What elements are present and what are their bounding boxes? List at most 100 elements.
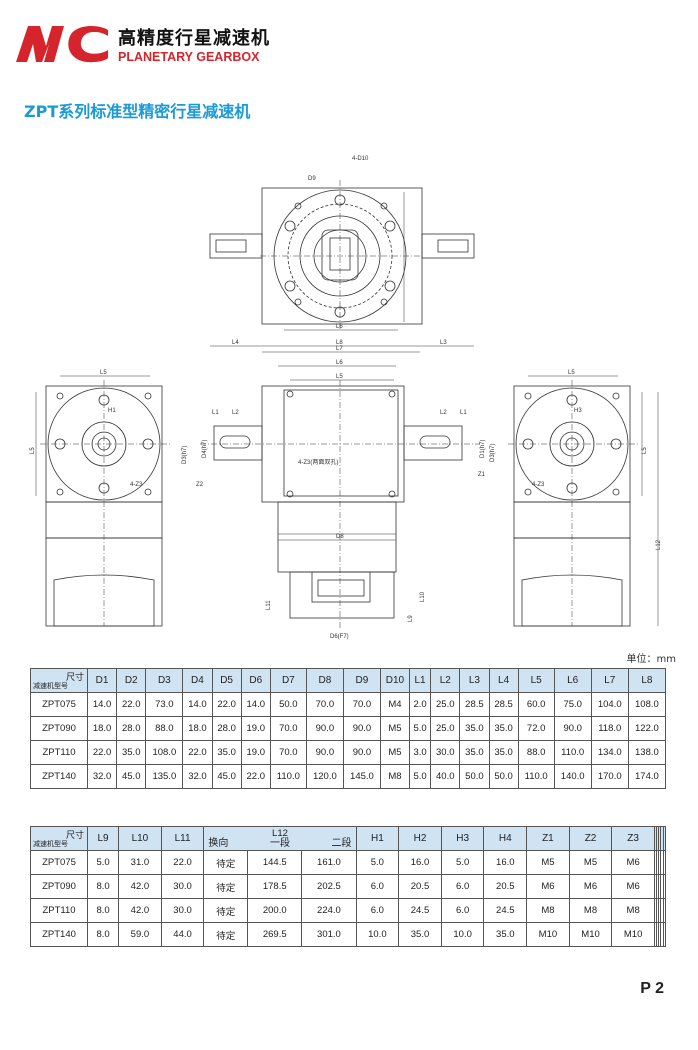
unit-label: 单位：mm — [626, 654, 676, 665]
value-cell: 14.0 — [182, 692, 213, 717]
value-cell: 8.0 — [86, 874, 120, 899]
value-cell: 88.0 — [517, 740, 555, 765]
value-cell: 16.0 — [398, 850, 442, 875]
value-cell: 161.0 — [301, 850, 357, 875]
value-cell: 73.0 — [145, 692, 184, 717]
value-cell: 22.0 — [240, 764, 271, 789]
value-cell: 50.0 — [488, 764, 519, 789]
value-cell: 269.5 — [247, 922, 303, 947]
model-cell: ZPT140 — [30, 764, 88, 789]
value-cell: 70.0 — [269, 716, 307, 741]
label-l3: L3 — [440, 340, 447, 346]
label-h3: H3 — [574, 408, 582, 414]
value-cell: 待定 — [203, 922, 249, 947]
value-cell: 5.0 — [440, 850, 485, 875]
value-cell: M6 — [568, 874, 613, 899]
value-cell: 59.0 — [118, 922, 162, 947]
value-cell: 35.0 — [398, 922, 442, 947]
column-header: D7 — [269, 668, 307, 693]
column-header: D9 — [342, 668, 381, 693]
value-cell: 202.5 — [301, 874, 357, 899]
column-header: L6 — [553, 668, 592, 693]
value-cell: 174.0 — [627, 764, 667, 789]
column-header: L10 — [118, 826, 162, 851]
label-d10: 4-D10 — [352, 156, 369, 162]
value-cell: 110.0 — [269, 764, 307, 789]
blank-cell — [662, 874, 667, 899]
label-l1-right: L1 — [460, 410, 467, 416]
brand-name-en: PLANETARY GEARBOX — [118, 50, 260, 64]
value-cell: M5 — [379, 716, 410, 741]
value-cell: 50.0 — [459, 764, 490, 789]
value-cell: 144.5 — [247, 850, 303, 875]
value-cell: 8.0 — [86, 922, 120, 947]
value-cell: 170.0 — [590, 764, 629, 789]
l12-col-c: 二段 — [331, 837, 352, 849]
value-cell: 6.0 — [355, 874, 400, 899]
front-view — [200, 345, 480, 630]
value-cell: 待定 — [203, 874, 249, 899]
value-cell: 6.0 — [355, 898, 400, 923]
value-cell: 104.0 — [590, 692, 629, 717]
value-cell: 50.0 — [269, 692, 307, 717]
label-d1: D1(h7) — [480, 440, 486, 458]
l12-label: L12 — [272, 827, 288, 839]
value-cell: 122.0 — [627, 716, 667, 741]
value-cell: 301.0 — [301, 922, 357, 947]
label-h1: H1 — [108, 408, 116, 414]
label-l7: L7 — [336, 346, 343, 352]
label-l1-left: L1 — [212, 410, 219, 416]
value-cell: 35.0 — [483, 922, 528, 947]
brand-name-cn: 高精度行星减速机 — [118, 28, 270, 49]
value-cell: 178.5 — [247, 874, 303, 899]
value-cell: 70.0 — [269, 740, 307, 765]
column-header: H4 — [483, 826, 528, 851]
value-cell: M10 — [568, 922, 613, 947]
value-cell: 31.0 — [118, 850, 162, 875]
label-l2-right: L2 — [440, 410, 447, 416]
label-d4: D4(h7) — [202, 440, 208, 458]
value-cell: 18.0 — [182, 716, 213, 741]
value-cell: M6 — [611, 874, 655, 899]
value-cell: 5.0 — [408, 716, 432, 741]
value-cell: M6 — [611, 850, 655, 875]
column-header: L3 — [459, 668, 490, 693]
column-header: D10 — [379, 668, 410, 693]
blank-cell — [662, 898, 667, 923]
value-cell: 5.0 — [408, 764, 432, 789]
value-cell: M5 — [379, 740, 410, 765]
column-header: D4 — [182, 668, 213, 693]
value-cell: 40.0 — [430, 764, 461, 789]
value-cell: 32.0 — [182, 764, 213, 789]
value-cell: 10.0 — [355, 922, 400, 947]
value-cell: 18.0 — [86, 716, 118, 741]
value-cell: 90.0 — [553, 716, 592, 741]
model-cell: ZPT110 — [30, 740, 88, 765]
l12-col-b: 一段 — [269, 837, 290, 849]
value-cell: 28.5 — [488, 692, 519, 717]
label-l5: L5 — [336, 374, 343, 380]
model-cell: ZPT110 — [30, 898, 88, 923]
column-header: D1 — [86, 668, 118, 693]
value-cell: 16.0 — [483, 850, 528, 875]
value-cell: M10 — [526, 922, 570, 947]
value-cell: M8 — [611, 898, 655, 923]
column-header: L4 — [488, 668, 519, 693]
value-cell: 14.0 — [86, 692, 118, 717]
blank-header — [662, 826, 667, 851]
value-cell: 14.0 — [240, 692, 271, 717]
table-corner-header: 尺寸减速机型号 — [30, 668, 88, 693]
value-cell: 90.0 — [305, 740, 344, 765]
column-header: Z3 — [611, 826, 655, 851]
value-cell: 30.0 — [160, 874, 205, 899]
value-cell: 20.5 — [398, 874, 442, 899]
label-d9: D9 — [308, 176, 316, 182]
value-cell: 30.0 — [160, 898, 205, 923]
